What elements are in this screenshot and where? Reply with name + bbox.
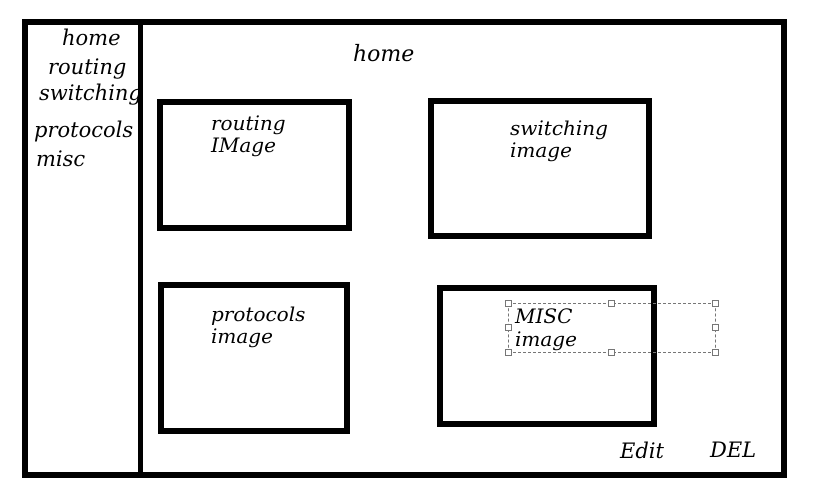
selection-handle-middle-left[interactable] xyxy=(505,324,512,331)
routing-image-label-line1: routing xyxy=(211,111,286,135)
sidebar-divider xyxy=(138,19,143,478)
switching-image-label-line2: image xyxy=(510,138,572,162)
switching-image-placeholder: switching image xyxy=(428,98,652,239)
protocols-image-label: protocols image xyxy=(164,288,344,347)
selection-handle-top-right[interactable] xyxy=(712,300,719,307)
selection-handle-top-left[interactable] xyxy=(505,300,512,307)
switching-image-label: switching image xyxy=(434,104,646,161)
routing-image-label-line2: IMage xyxy=(211,133,276,157)
sidebar-item-home[interactable]: home xyxy=(62,26,121,50)
protocols-image-placeholder: protocols image xyxy=(158,282,350,434)
selection-handle-bottom-right[interactable] xyxy=(712,349,719,356)
misc-image-placeholder xyxy=(437,285,657,427)
protocols-image-label-line1: protocols xyxy=(211,302,306,326)
selection-handle-bottom-left[interactable] xyxy=(505,349,512,356)
routing-image-placeholder: routing IMage xyxy=(157,99,352,231)
selection-marquee[interactable]: MISC image xyxy=(505,300,719,356)
sidebar-item-switching[interactable]: switching xyxy=(39,81,142,105)
page-frame xyxy=(22,19,787,478)
switching-image-label-line1: switching xyxy=(510,116,608,140)
protocols-image-label-line2: image xyxy=(211,324,273,348)
edit-button[interactable]: Edit xyxy=(620,439,664,463)
misc-image-label-line2: image xyxy=(515,327,577,351)
sidebar-item-protocols[interactable]: protocols xyxy=(34,118,134,142)
sidebar-item-misc[interactable]: misc xyxy=(36,147,86,171)
selection-handle-bottom-middle[interactable] xyxy=(608,349,615,356)
sidebar-item-routing[interactable]: routing xyxy=(48,55,127,79)
routing-image-label: routing IMage xyxy=(163,105,346,156)
page-title: home xyxy=(353,42,415,67)
selection-handle-middle-right[interactable] xyxy=(712,324,719,331)
misc-image-label: MISC image xyxy=(509,304,715,351)
selection-handle-top-middle[interactable] xyxy=(608,300,615,307)
misc-image-label-line1: MISC xyxy=(515,304,573,328)
delete-button[interactable]: DEL xyxy=(710,438,757,462)
